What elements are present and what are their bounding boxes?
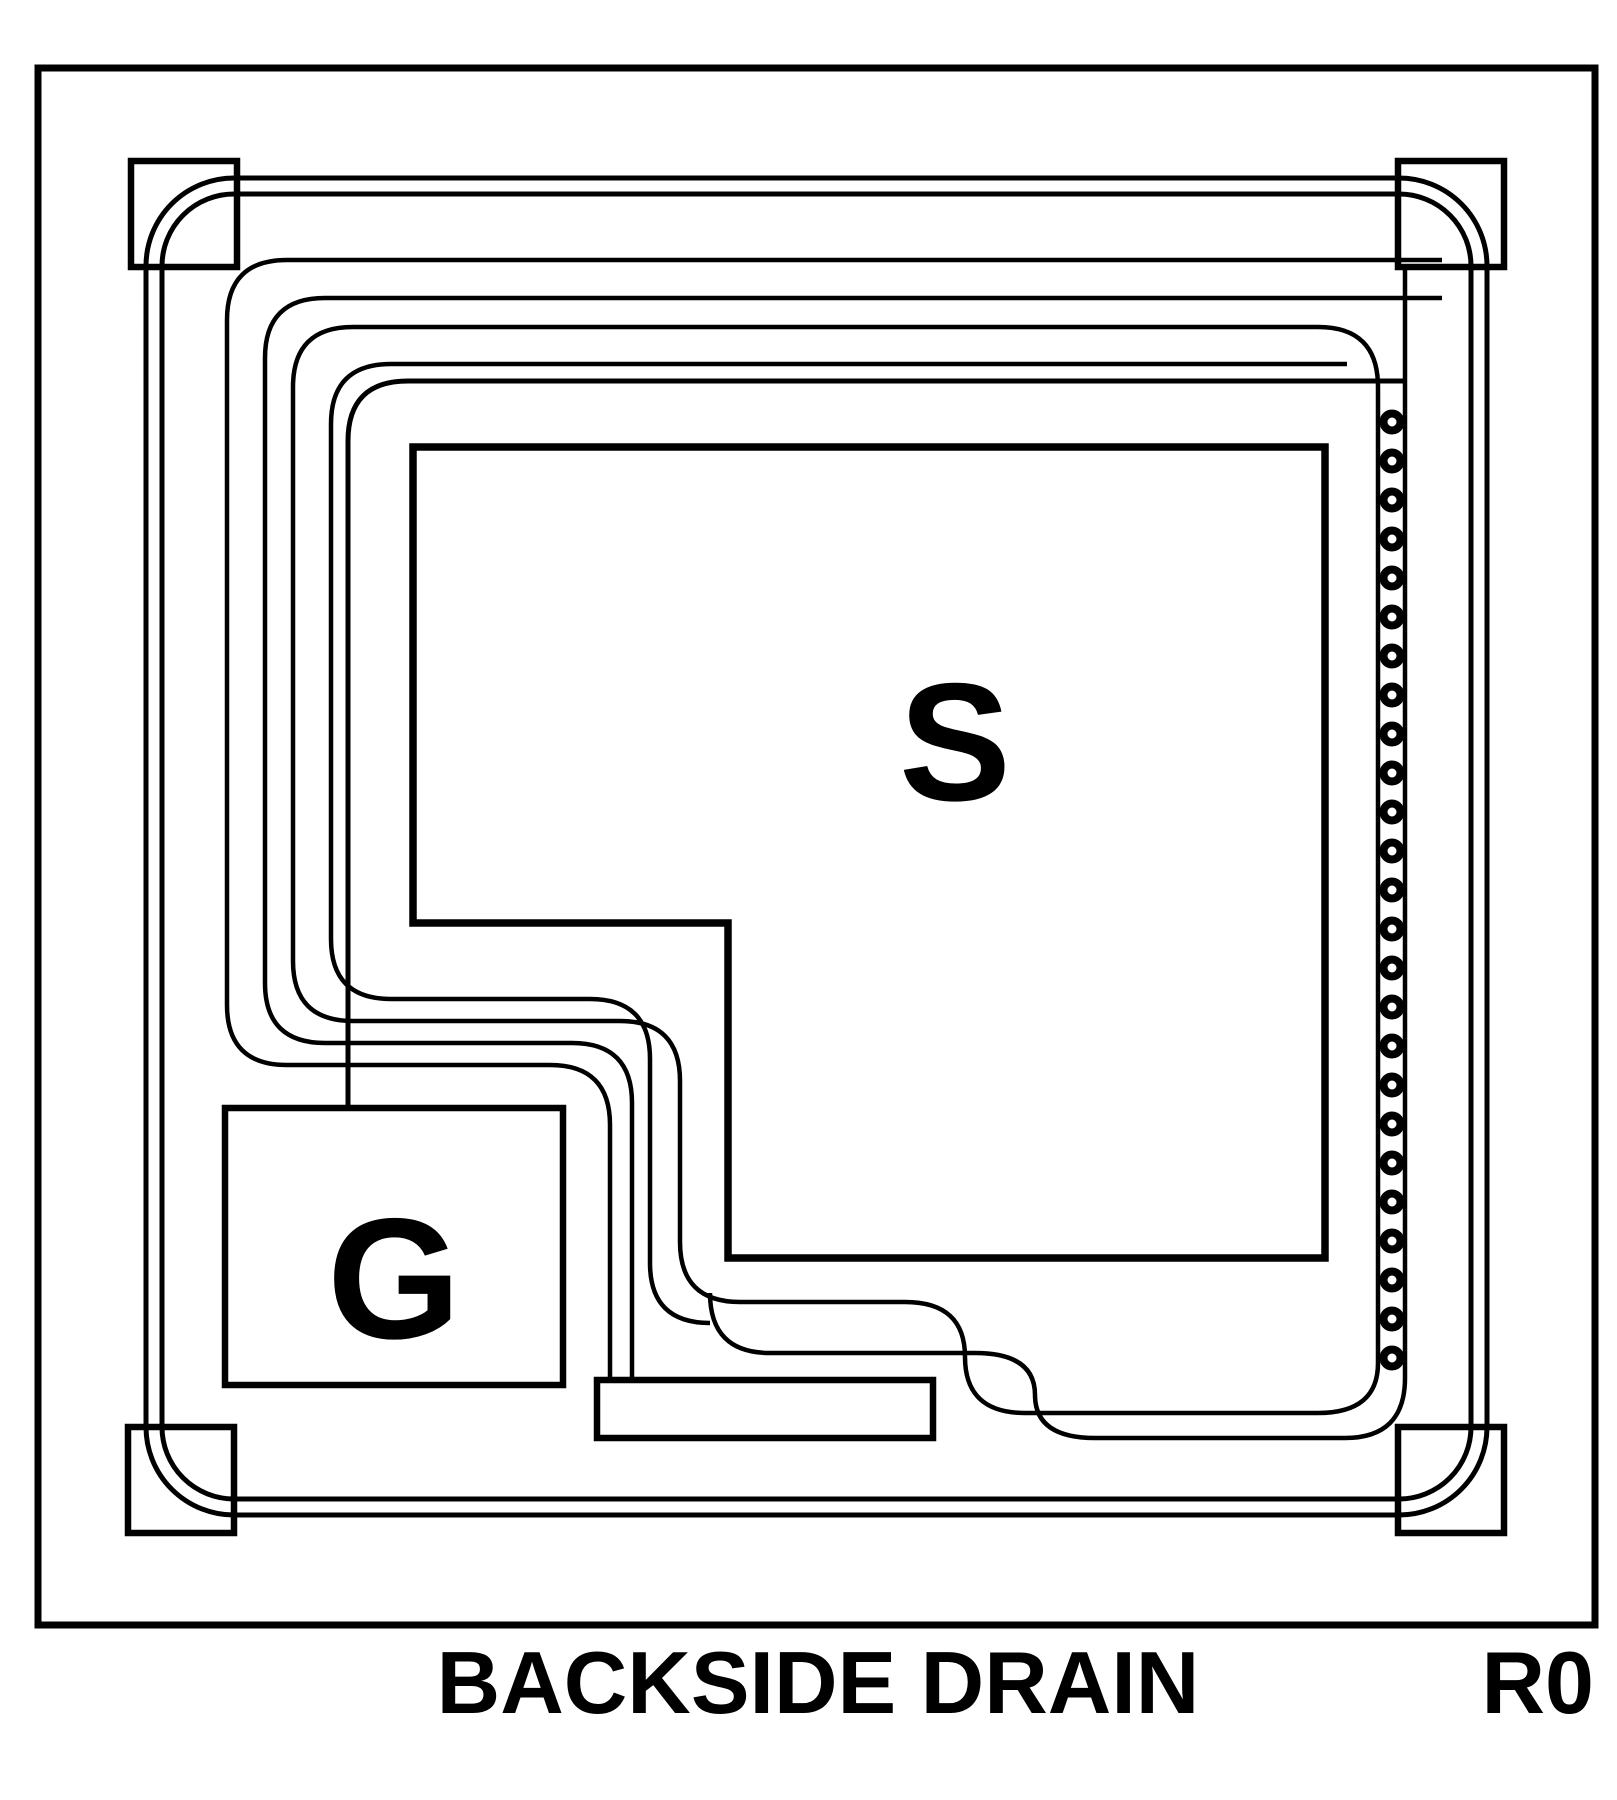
via-hole [1379, 799, 1405, 825]
via-hole [1379, 643, 1405, 669]
via-hole [1379, 838, 1405, 864]
via-hole [1379, 1189, 1405, 1215]
via-hole [1379, 487, 1405, 513]
via-hole [1379, 1345, 1405, 1371]
guard-ring-inner [159, 191, 1474, 1502]
via-hole [1379, 877, 1405, 903]
via-hole [1379, 409, 1405, 435]
via-column [1379, 409, 1405, 1371]
via-hole [1379, 682, 1405, 708]
source-pad [409, 443, 1329, 1262]
gate-connection-bar [593, 1376, 937, 1442]
via-hole [1379, 448, 1405, 474]
via-hole [1379, 1033, 1405, 1059]
field-ring-5 [328, 361, 1347, 1326]
via-hole [1379, 526, 1405, 552]
revision-label: R0 [1482, 1633, 1595, 1732]
via-hole [1379, 1111, 1405, 1137]
field-ring-1 [224, 257, 1442, 1380]
corner-mark-bottom-left [124, 1423, 238, 1537]
via-hole [1379, 1072, 1405, 1098]
via-hole [1379, 1150, 1405, 1176]
via-hole [1379, 760, 1405, 786]
guard-ring-outer [143, 175, 1490, 1518]
field-ring-2 [262, 295, 1442, 1380]
source-pad-label: S [899, 648, 1011, 836]
field-ring-4 [707, 267, 1408, 1441]
backside-drain-caption: BACKSIDE DRAIN [437, 1633, 1200, 1732]
via-hole [1379, 1228, 1405, 1254]
via-hole [1379, 916, 1405, 942]
via-hole [1379, 994, 1405, 1020]
die-outline [34, 64, 1599, 1629]
gate-pad [221, 1104, 567, 1389]
via-hole [1379, 1267, 1405, 1293]
gate-runner [345, 378, 1403, 1108]
gate-pad-label: G [327, 1183, 461, 1375]
via-hole [1379, 604, 1405, 630]
via-hole [1379, 721, 1405, 747]
via-hole [1379, 955, 1405, 981]
via-hole [1379, 565, 1405, 591]
via-hole [1379, 1306, 1405, 1332]
